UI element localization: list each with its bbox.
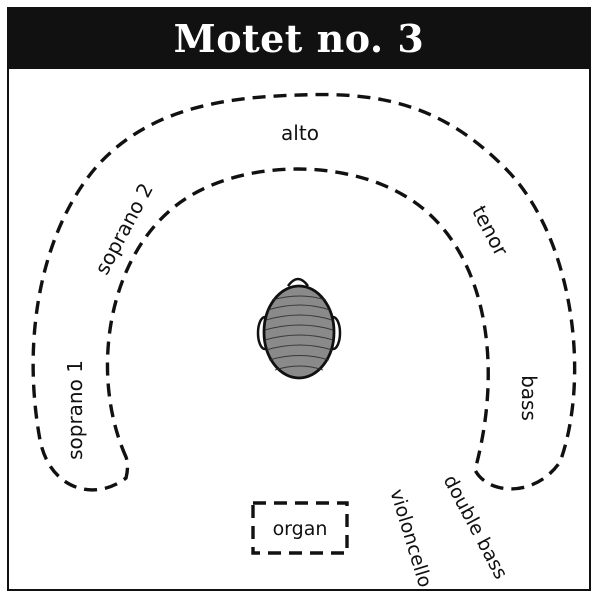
title-bar: Motet no. 3 [7, 7, 591, 69]
choir-horseshoe-outline [31, 92, 577, 492]
label-violoncello: violoncello [385, 487, 436, 590]
listener-head-icon [256, 277, 342, 380]
label-bass: bass [517, 375, 541, 421]
diagram-title: Motet no. 3 [173, 15, 425, 61]
label-organ: organ [273, 518, 328, 540]
label-tenor: tenor [467, 202, 514, 261]
label-alto: alto [281, 121, 319, 145]
organ-box [251, 501, 349, 555]
label-soprano-1: soprano 1 [63, 360, 87, 460]
label-soprano-2: soprano 2 [90, 179, 158, 278]
